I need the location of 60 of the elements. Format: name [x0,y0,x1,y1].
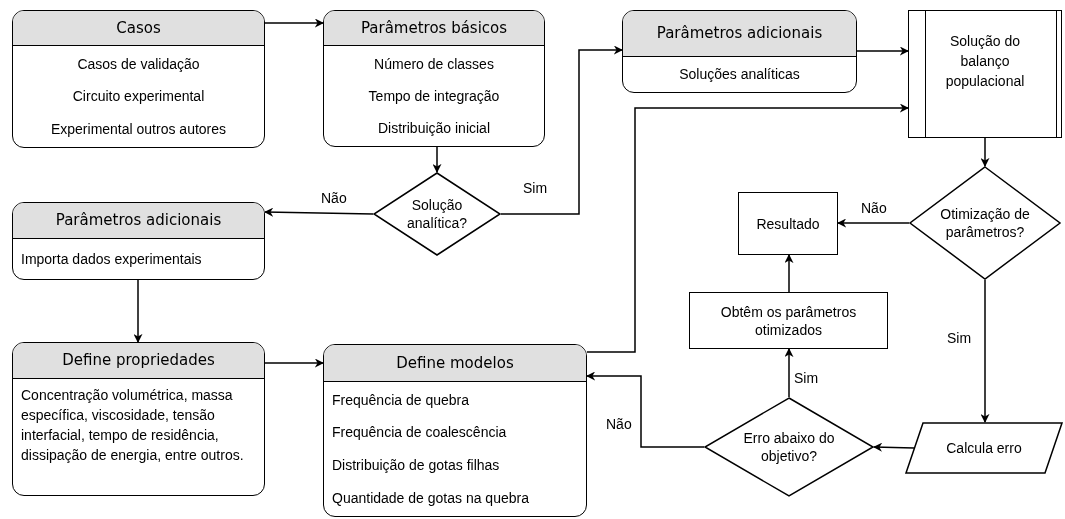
arrow [586,371,705,448]
arrow [432,146,442,173]
edge-label: Não [320,190,348,206]
decision-text: Otimização de parâmetros? [939,205,1031,241]
box-heading: Parâmetros adicionais [623,11,856,57]
box-heading: Define propriedades [13,343,264,379]
list-item: Distribuição de gotas filhas [332,457,501,474]
edge-label: Sim [522,180,549,196]
list-box [323,344,587,517]
list-item: Número de classes [373,55,495,72]
list-box [12,202,265,280]
edge-label: Não [605,416,633,432]
data-parallelogram [905,422,1063,474]
arrow [784,254,794,293]
edge-label: Sim [793,370,820,386]
arrow [980,137,990,167]
list-item: Quantidade de gotas na quebra [332,489,530,506]
box-heading: Parâmetros adicionais [13,203,264,239]
subprocess-box [908,10,1062,138]
list-item: Importa dados experimentais [21,250,203,267]
edge-label: Sim [946,330,973,346]
node-text: Calcula erro [946,439,1022,457]
process-box [738,192,838,255]
decision-text: Solução analítica? [406,196,468,232]
node-text: Obtêm os parâmetros otimizados [719,302,858,339]
list-item: Frequência de quebra [332,391,470,408]
list-box [12,342,265,496]
arrow [784,348,794,398]
list-item: Circuito experimental [71,88,206,105]
arrow [264,18,324,28]
list-box [12,10,265,148]
arrow [264,207,374,217]
decision-diamond [373,172,501,256]
decision-diamond [909,166,1061,280]
decision-diamond [704,397,874,497]
edge-label: Não [860,200,888,216]
description-text: Concentração volumétrica, massa específica, viscosidade, tensão interfacial, tempo de residência, dissipação de energia, entre outros. [21,385,245,465]
arrow [133,279,143,343]
arrow [873,442,915,452]
box-heading: Define modelos [324,345,586,382]
box-heading: Parâmetros básicos [324,11,544,46]
node-text: Resultado [756,214,820,233]
process-box [689,292,888,349]
list-item: Casos de validação [76,55,201,72]
arrow [586,103,909,353]
list-box [622,10,857,93]
list-item: Tempo de integração [367,87,501,104]
list-item: Distribuição inicial [376,119,491,136]
list-box [323,10,545,147]
list-item: Experimental outros autores [49,120,228,137]
arrow [856,46,909,56]
list-item: Frequência de coalescência [332,424,508,441]
arrow [264,358,324,368]
list-item: Soluções analíticas [678,66,801,83]
arrow [980,279,990,423]
node-text: Solução do balanço populacional [944,32,1026,91]
box-heading: Casos [13,11,264,46]
arrow [837,218,910,228]
decision-text: Erro abaixo do objetivo? [742,429,836,465]
arrow [500,45,623,215]
